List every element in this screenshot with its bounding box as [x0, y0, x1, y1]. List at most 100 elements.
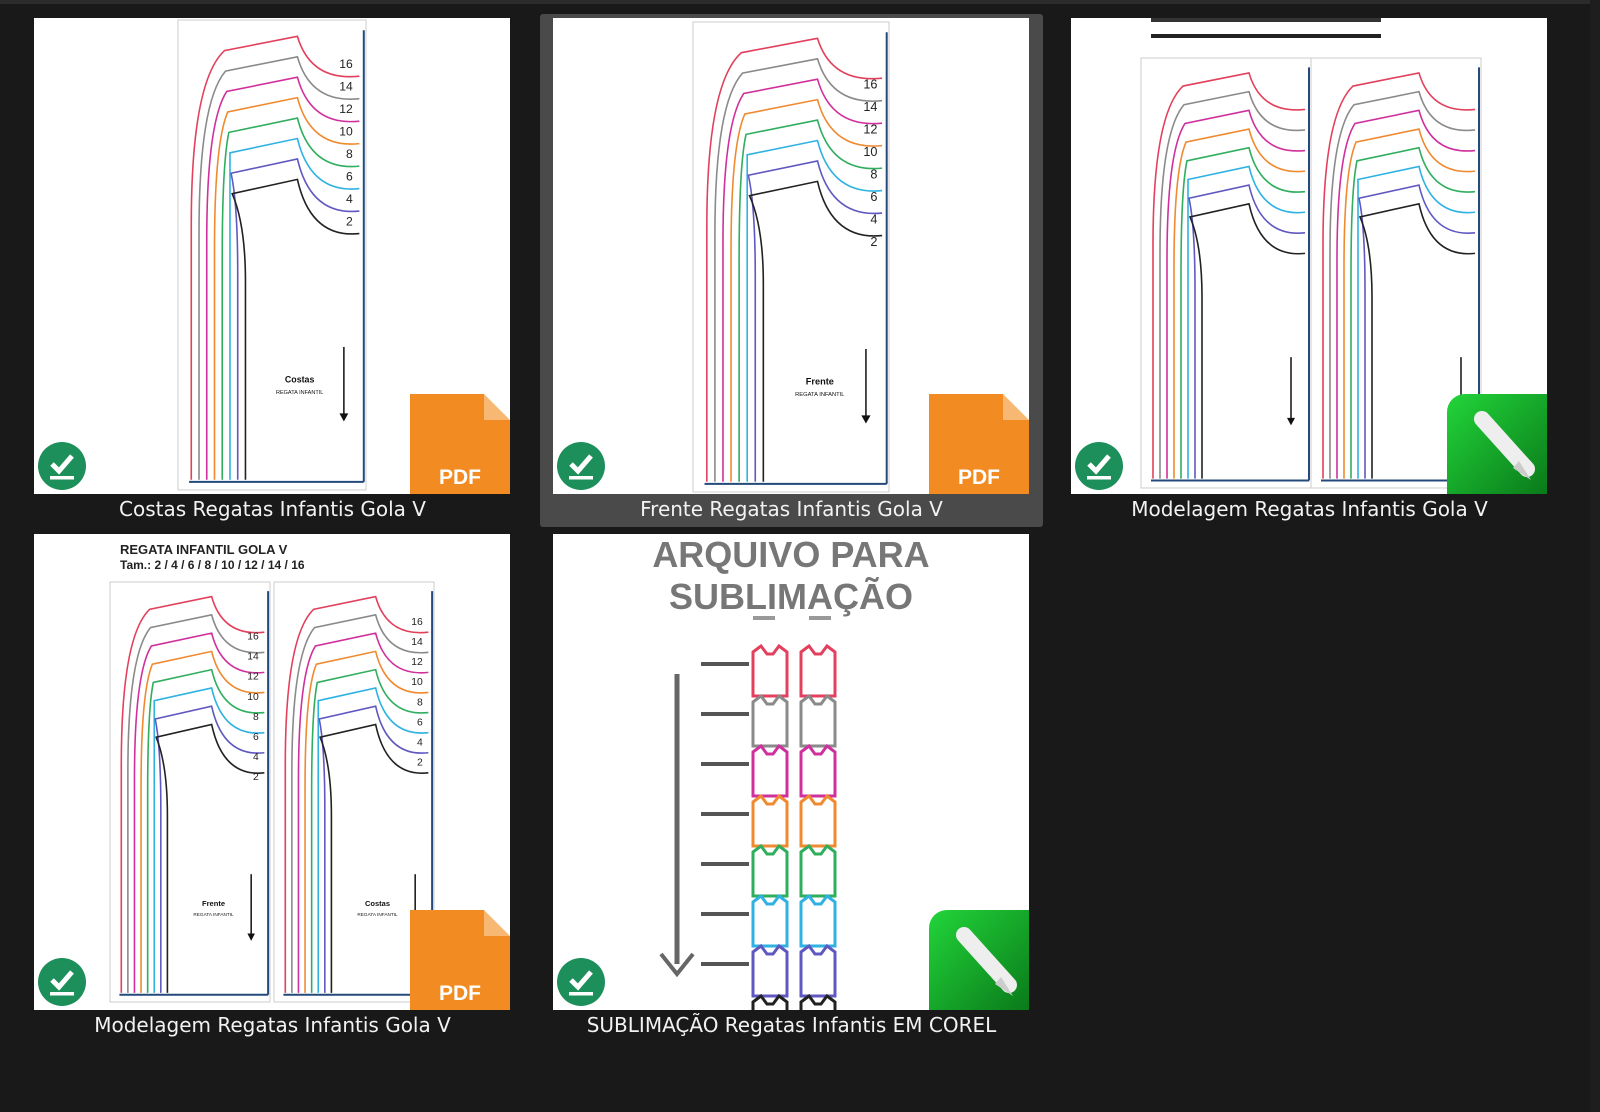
size-label: 16 — [863, 77, 877, 91]
piece-label: Costas — [365, 899, 390, 908]
size-line-8 — [146, 668, 265, 993]
file-thumbnail — [1071, 18, 1547, 494]
size-label: 12 — [247, 672, 259, 683]
size-line-6 — [153, 686, 265, 993]
file-name[interactable]: Frente Regatas Infantis Gola V — [640, 497, 943, 521]
size-label: 6 — [870, 190, 877, 204]
size-line-14 — [198, 55, 360, 480]
size-label: 10 — [247, 692, 259, 703]
foxit-pdf-icon: PDF — [929, 394, 1029, 494]
dash — [753, 616, 775, 620]
size-line-12 — [722, 78, 883, 482]
shirt-icon-16 — [751, 643, 789, 698]
size-line-10 — [730, 98, 883, 482]
size-label: 10 — [339, 124, 353, 138]
coreldraw-icon — [929, 910, 1029, 1010]
sync-check-icon — [557, 442, 605, 490]
size-line-16 — [1152, 72, 1306, 479]
foxit-pdf-icon: PDF — [410, 910, 510, 1010]
size-label: 2 — [253, 772, 259, 783]
size-label: 4 — [417, 737, 423, 748]
size-label: 14 — [339, 80, 353, 94]
coreldraw-icon — [1447, 394, 1547, 494]
shirt-icon-10 — [751, 793, 789, 848]
size-label: 14 — [863, 100, 877, 114]
size-label: 10 — [411, 677, 423, 688]
size-label: 16 — [247, 632, 259, 643]
size-line-12 — [133, 632, 265, 993]
size-line-16 — [284, 595, 429, 993]
size-line-4 — [318, 705, 429, 993]
size-line-10 — [140, 650, 265, 993]
thumbnail-title: SUBLIMAÇÃO — [669, 576, 913, 617]
file-name[interactable]: SUBLIMAÇÃO Regatas Infantis EM COREL — [586, 1013, 997, 1037]
sync-check-icon — [557, 958, 605, 1006]
shirt-icon-12 — [799, 743, 837, 798]
shirt-icon-14 — [751, 693, 789, 748]
size-label: 4 — [346, 192, 353, 206]
window-top-border — [0, 0, 1600, 4]
size-line-12 — [205, 76, 360, 480]
size-line-8 — [221, 117, 360, 480]
file-name[interactable]: Modelagem Regatas Infantis Gola V — [94, 1013, 451, 1037]
piece-sublabel: REGATA INFANTIL — [276, 390, 323, 396]
size-line-10 — [304, 650, 429, 993]
size-line-2 — [319, 723, 429, 993]
size-line-12 — [297, 632, 429, 993]
size-label: 14 — [411, 637, 423, 648]
size-label: 8 — [346, 147, 353, 161]
size-line-14 — [291, 613, 429, 993]
size-line-4 — [747, 160, 883, 482]
sublimation-preview — [659, 616, 837, 1010]
size-label: 12 — [411, 657, 423, 668]
shirt-icon-4 — [751, 943, 789, 998]
scale-arrow-head — [659, 952, 695, 978]
shirt-icon-6 — [799, 893, 837, 948]
size-label: 4 — [253, 752, 259, 763]
shirt-icon-6 — [751, 893, 789, 948]
size-line-16 — [190, 35, 360, 480]
piece-sublabel: REGATA INFANTIL — [193, 912, 234, 917]
size-line-6 — [1187, 165, 1306, 479]
size-label: 14 — [247, 652, 259, 663]
sync-check-icon — [38, 958, 86, 1006]
piece-label: Frente — [202, 899, 225, 908]
foxit-pdf-icon: PDF — [410, 394, 510, 494]
size-label: 2 — [417, 758, 423, 769]
piece-label: Costas — [285, 375, 315, 385]
size-line-8 — [738, 119, 883, 482]
page-border — [109, 581, 271, 1003]
size-line-8 — [1180, 146, 1306, 479]
file-name[interactable]: Costas Regatas Infantis Gola V — [119, 497, 426, 521]
size-line-2 — [1358, 202, 1476, 479]
size-line-10 — [1173, 128, 1306, 479]
size-line-6 — [317, 686, 429, 993]
size-line-4 — [1358, 184, 1476, 479]
sync-check-icon — [38, 442, 86, 490]
file-name[interactable]: Modelagem Regatas Infantis Gola V — [1131, 497, 1488, 521]
size-line-10 — [213, 96, 360, 480]
shirt-icon-4 — [799, 943, 837, 998]
size-label: 10 — [863, 145, 877, 159]
size-label: 6 — [346, 169, 353, 183]
size-line-4 — [230, 158, 360, 480]
size-label: 8 — [253, 712, 259, 723]
grain-arrow-head — [247, 933, 255, 941]
size-label: 8 — [870, 167, 877, 181]
grain-arrow-head — [1287, 417, 1295, 426]
shirt-icon-2 — [799, 993, 837, 1010]
scrollbar[interactable] — [1590, 0, 1600, 1112]
file-item[interactable]: Modelagem Regatas Infantis Gola V — [1058, 14, 1561, 527]
grain-arrow-head — [861, 415, 871, 424]
dash — [809, 616, 831, 620]
size-label: 16 — [339, 57, 353, 71]
file-item[interactable]: ARQUIVO PARA SUBLIMAÇÃO SUBLIMAÇÃO Regat… — [540, 530, 1043, 1043]
